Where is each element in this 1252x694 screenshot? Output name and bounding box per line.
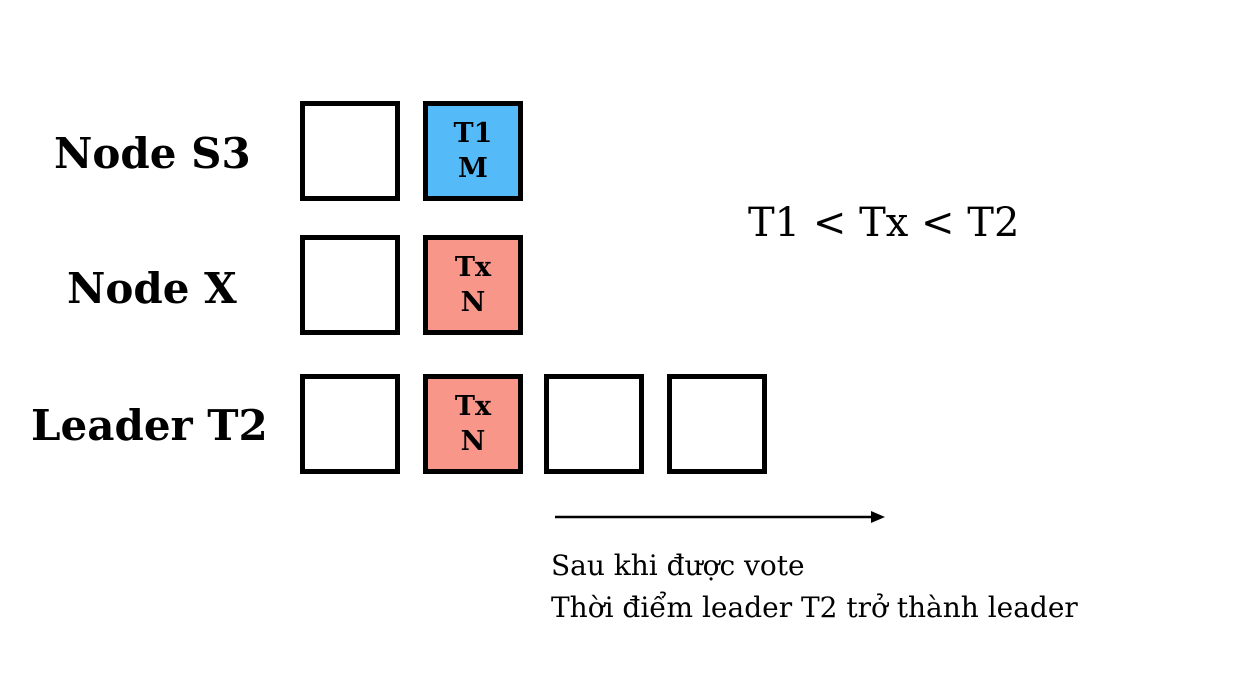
log-entry-term: Tx (454, 251, 492, 283)
log-entry-node-s3-1 (300, 101, 400, 201)
log-entry-leader-t2-1 (300, 374, 400, 474)
row-label-node-s3: Node S3 (54, 129, 251, 178)
log-entry-node-x-2: Tx N (423, 235, 523, 335)
log-entry-node-x-1 (300, 235, 400, 335)
log-entry-leader-t2-2: Tx N (423, 374, 523, 474)
row-label-leader-t2: Leader T2 (31, 401, 268, 450)
caption-line-1: Sau khi được vote (551, 549, 805, 582)
right-arrow-icon (555, 511, 885, 523)
log-entry-command: N (460, 287, 486, 318)
log-entry-command: M (458, 153, 488, 184)
log-entry-command: N (460, 426, 486, 457)
log-entry-leader-t2-4 (667, 374, 767, 474)
term-relation: T1 < Tx < T2 (748, 200, 1020, 246)
log-entry-term: T1 (453, 117, 493, 149)
log-entry-node-s3-2: T1 M (423, 101, 523, 201)
caption-line-2: Thời điểm leader T2 trở thành leader (551, 591, 1078, 624)
log-entry-term: Tx (454, 390, 492, 422)
log-entry-leader-t2-3 (544, 374, 644, 474)
row-label-node-x: Node X (67, 264, 237, 313)
